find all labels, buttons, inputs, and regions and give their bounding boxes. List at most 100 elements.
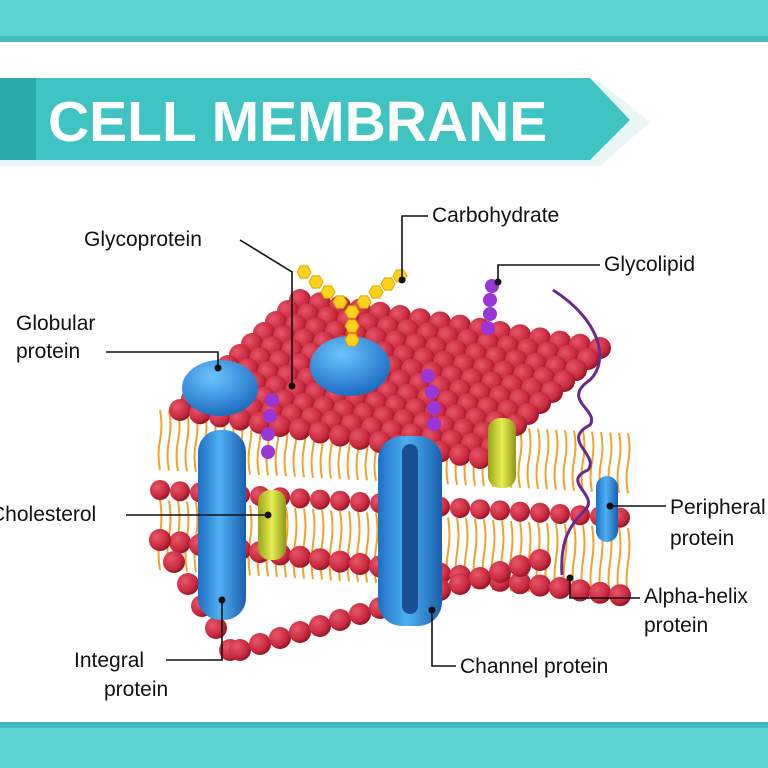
lipid-tail (328, 510, 334, 581)
phospholipid-head (550, 504, 570, 524)
label-integral-line1: Integral (74, 649, 145, 672)
integral-protein (198, 430, 246, 620)
title-banner (0, 78, 650, 166)
phospholipid-head (549, 577, 571, 599)
phospholipid-head (149, 529, 171, 551)
phospholipid-head (310, 489, 330, 510)
phospholipid-head (163, 551, 185, 573)
phospholipid-head (510, 501, 530, 522)
carbohydrate-unit (308, 275, 324, 289)
phospholipid-head (309, 615, 331, 637)
lipid-tail (544, 429, 550, 490)
lipid-tail (301, 508, 307, 579)
phospholipid-head (309, 421, 331, 444)
phospholipid-head (509, 572, 531, 595)
glycolipid-bead (427, 401, 441, 415)
lipid-tail (535, 428, 541, 490)
phospholipid-head (470, 499, 490, 520)
phospholipid-head (329, 424, 351, 447)
glycolipid-bead (481, 321, 495, 335)
phospholipid-head (329, 550, 351, 573)
carbohydrate-unit (344, 319, 360, 333)
label-globular-line2: protein (16, 340, 81, 363)
lipid-tail (292, 507, 298, 579)
phospholipid-head (177, 573, 199, 595)
leader-lines (106, 215, 666, 667)
page-title: CELL MEMBRANE (48, 90, 548, 154)
phospholipid-head (229, 639, 251, 661)
bottom-band-line (0, 722, 768, 728)
phospholipid-head (449, 443, 471, 466)
label-cholesterol: Cholesterol (0, 503, 97, 526)
leader-dots (214, 276, 614, 614)
phospholipid-head (349, 427, 371, 450)
carbohydrate-unit (332, 295, 348, 309)
lipid-tail (580, 430, 586, 492)
glycolipid-bead (425, 385, 439, 399)
glycolipid-bead (265, 393, 279, 407)
glycolipid-bead (261, 427, 275, 441)
phospholipid-head (290, 488, 310, 509)
lipid-tail (157, 409, 163, 471)
carbohydrate-unit (344, 333, 360, 347)
phospholipid-head (229, 408, 251, 431)
cholesterol-molecule (258, 490, 286, 560)
carbohydrate-unit (368, 285, 384, 299)
carbohydrate-unit (380, 277, 396, 291)
lipid-tail (247, 505, 253, 576)
carbohydrate-chain (296, 265, 408, 347)
phospholipid-head (349, 603, 371, 625)
label-glycoprotein: Glycoprotein (84, 228, 202, 251)
phospholipid-head (205, 617, 227, 639)
phospholipid-head (529, 549, 551, 571)
label-alpha-line2: protein (644, 614, 709, 637)
lipid-tail (589, 525, 595, 597)
alpha-helix-protein (552, 288, 602, 576)
lipid-tail (625, 433, 631, 494)
phospholipid-head (289, 621, 311, 643)
top-band (0, 0, 768, 36)
phospholipid-head (309, 548, 331, 571)
top-band-line (0, 36, 768, 42)
phospholipid-head (450, 498, 470, 518)
lipid-tail (184, 411, 190, 472)
phospholipid-head (469, 567, 491, 589)
cholesterol-molecule-2 (488, 418, 516, 488)
phospholipid-head (169, 399, 191, 421)
phospholipid-head (509, 555, 531, 577)
glycolipid-bead (421, 369, 435, 383)
glycolipid-bead (483, 307, 497, 321)
lipid-tail (346, 511, 352, 582)
lipid-tail (526, 428, 532, 489)
lipid-tail (517, 427, 523, 489)
label-peripheral-line2: protein (670, 527, 735, 550)
label-peripheral-line1: Peripheral (670, 496, 766, 519)
glycolipid-bead (427, 417, 441, 431)
glycolipid-bead (261, 445, 275, 459)
phospholipid-head (170, 481, 190, 502)
lipid-tail (166, 410, 172, 471)
phospholipid-head (530, 502, 550, 523)
phospholipid-head (569, 579, 591, 602)
phospholipid-head (489, 561, 511, 583)
globular-protein-center (310, 336, 390, 396)
lipid-tail (589, 431, 595, 492)
carbohydrate-unit (344, 305, 360, 319)
phospholipid-head (150, 480, 170, 500)
globular-protein-left (182, 360, 258, 416)
label-alpha-line1: Alpha-helix (644, 585, 748, 608)
phospholipid-head (289, 418, 311, 441)
phospholipid-head (330, 490, 350, 511)
phospholipid-head (469, 447, 491, 469)
phospholipid-head (169, 531, 191, 554)
phospholipid-head (449, 573, 471, 595)
phospholipid-head (529, 574, 551, 597)
phospholipid-head (329, 609, 351, 631)
phospholipid-head (249, 633, 271, 655)
glycolipid-bead (263, 409, 277, 423)
lipid-tail (562, 430, 568, 491)
bottom-band (0, 728, 768, 768)
phospholipid-head (269, 627, 291, 649)
label-glycolipid: Glycolipid (604, 253, 696, 276)
